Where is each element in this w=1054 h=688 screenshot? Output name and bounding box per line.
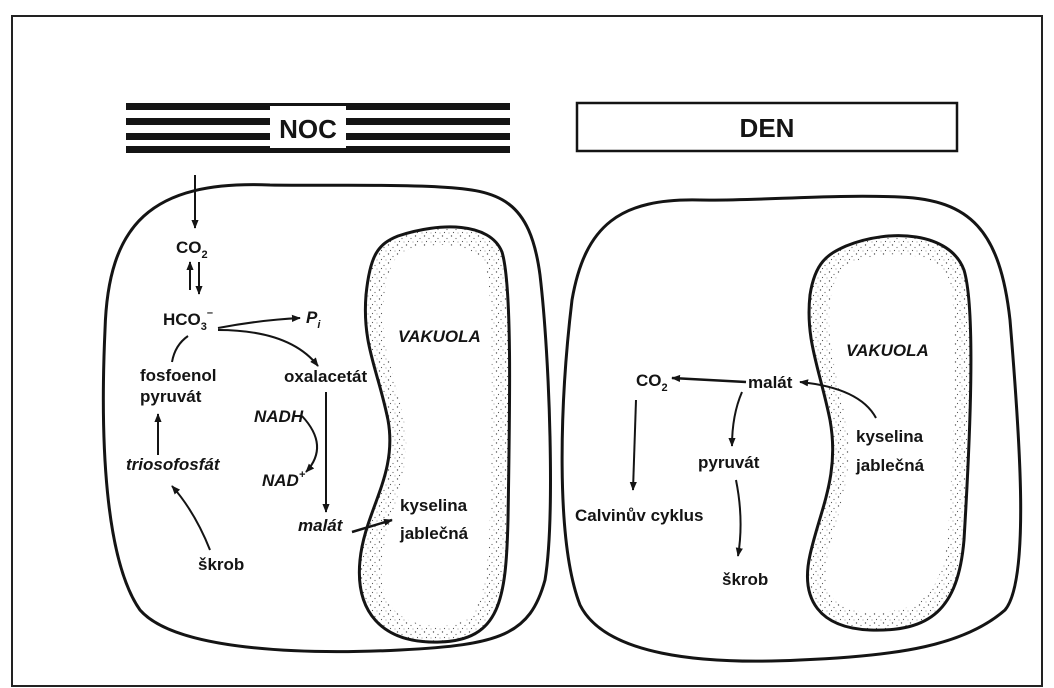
night-pep-line1: fosfoenol	[140, 366, 217, 385]
day-starch-label: škrob	[722, 570, 768, 589]
night-oxaloacetate-label: oxalacetát	[284, 367, 367, 386]
day-arrow-pyruvate-to-starch	[736, 480, 741, 556]
night-pi-label: Pi	[306, 308, 321, 331]
day-pyruvate-label: pyruvát	[698, 453, 760, 472]
night-panel: NOC VAKUOLA CO2 HCO3– Pi fosfoenol pyruv…	[103, 103, 550, 652]
night-vacuole-label: VAKUOLA	[398, 327, 481, 346]
night-arrow-starch-to-triose	[172, 486, 210, 550]
night-triose-label: triosofosfát	[126, 455, 221, 474]
day-arrow-malate-to-co2	[672, 378, 746, 382]
day-calvin-label: Calvinův cyklus	[575, 506, 704, 525]
night-arrow-nadh-to-nad	[302, 416, 317, 472]
day-panel: DEN VAKUOLA CO2 malát kyselina jablečná …	[562, 103, 1021, 661]
night-arrow-pep-to-hco3	[172, 336, 188, 362]
day-malate-label: malát	[748, 373, 793, 392]
night-starch-label: škrob	[198, 555, 244, 574]
night-nadh-label: NADH	[254, 407, 304, 426]
night-malate-label: malát	[298, 516, 344, 535]
day-arrow-co2-to-calvin	[633, 400, 636, 490]
night-pep-line2: pyruvát	[140, 387, 202, 406]
night-co2-label: CO2	[176, 238, 208, 261]
night-arrow-to-oxaloacetate	[218, 330, 318, 366]
night-title: NOC	[279, 114, 337, 144]
day-arrow-malate-to-pyruvate	[732, 392, 742, 446]
night-arrow-to-pi	[218, 318, 300, 328]
day-co2-label: CO2	[636, 371, 668, 394]
day-malic-acid-line2: jablečná	[855, 456, 925, 475]
night-nad-label: NAD+	[262, 469, 306, 490]
day-malic-acid-line1: kyselina	[856, 427, 924, 446]
night-malic-acid-line2: jablečná	[399, 524, 469, 543]
night-hco3-label: HCO3–	[163, 307, 213, 333]
day-title: DEN	[740, 113, 795, 143]
night-malic-acid-line1: kyselina	[400, 496, 468, 515]
day-vacuole-label: VAKUOLA	[846, 341, 929, 360]
